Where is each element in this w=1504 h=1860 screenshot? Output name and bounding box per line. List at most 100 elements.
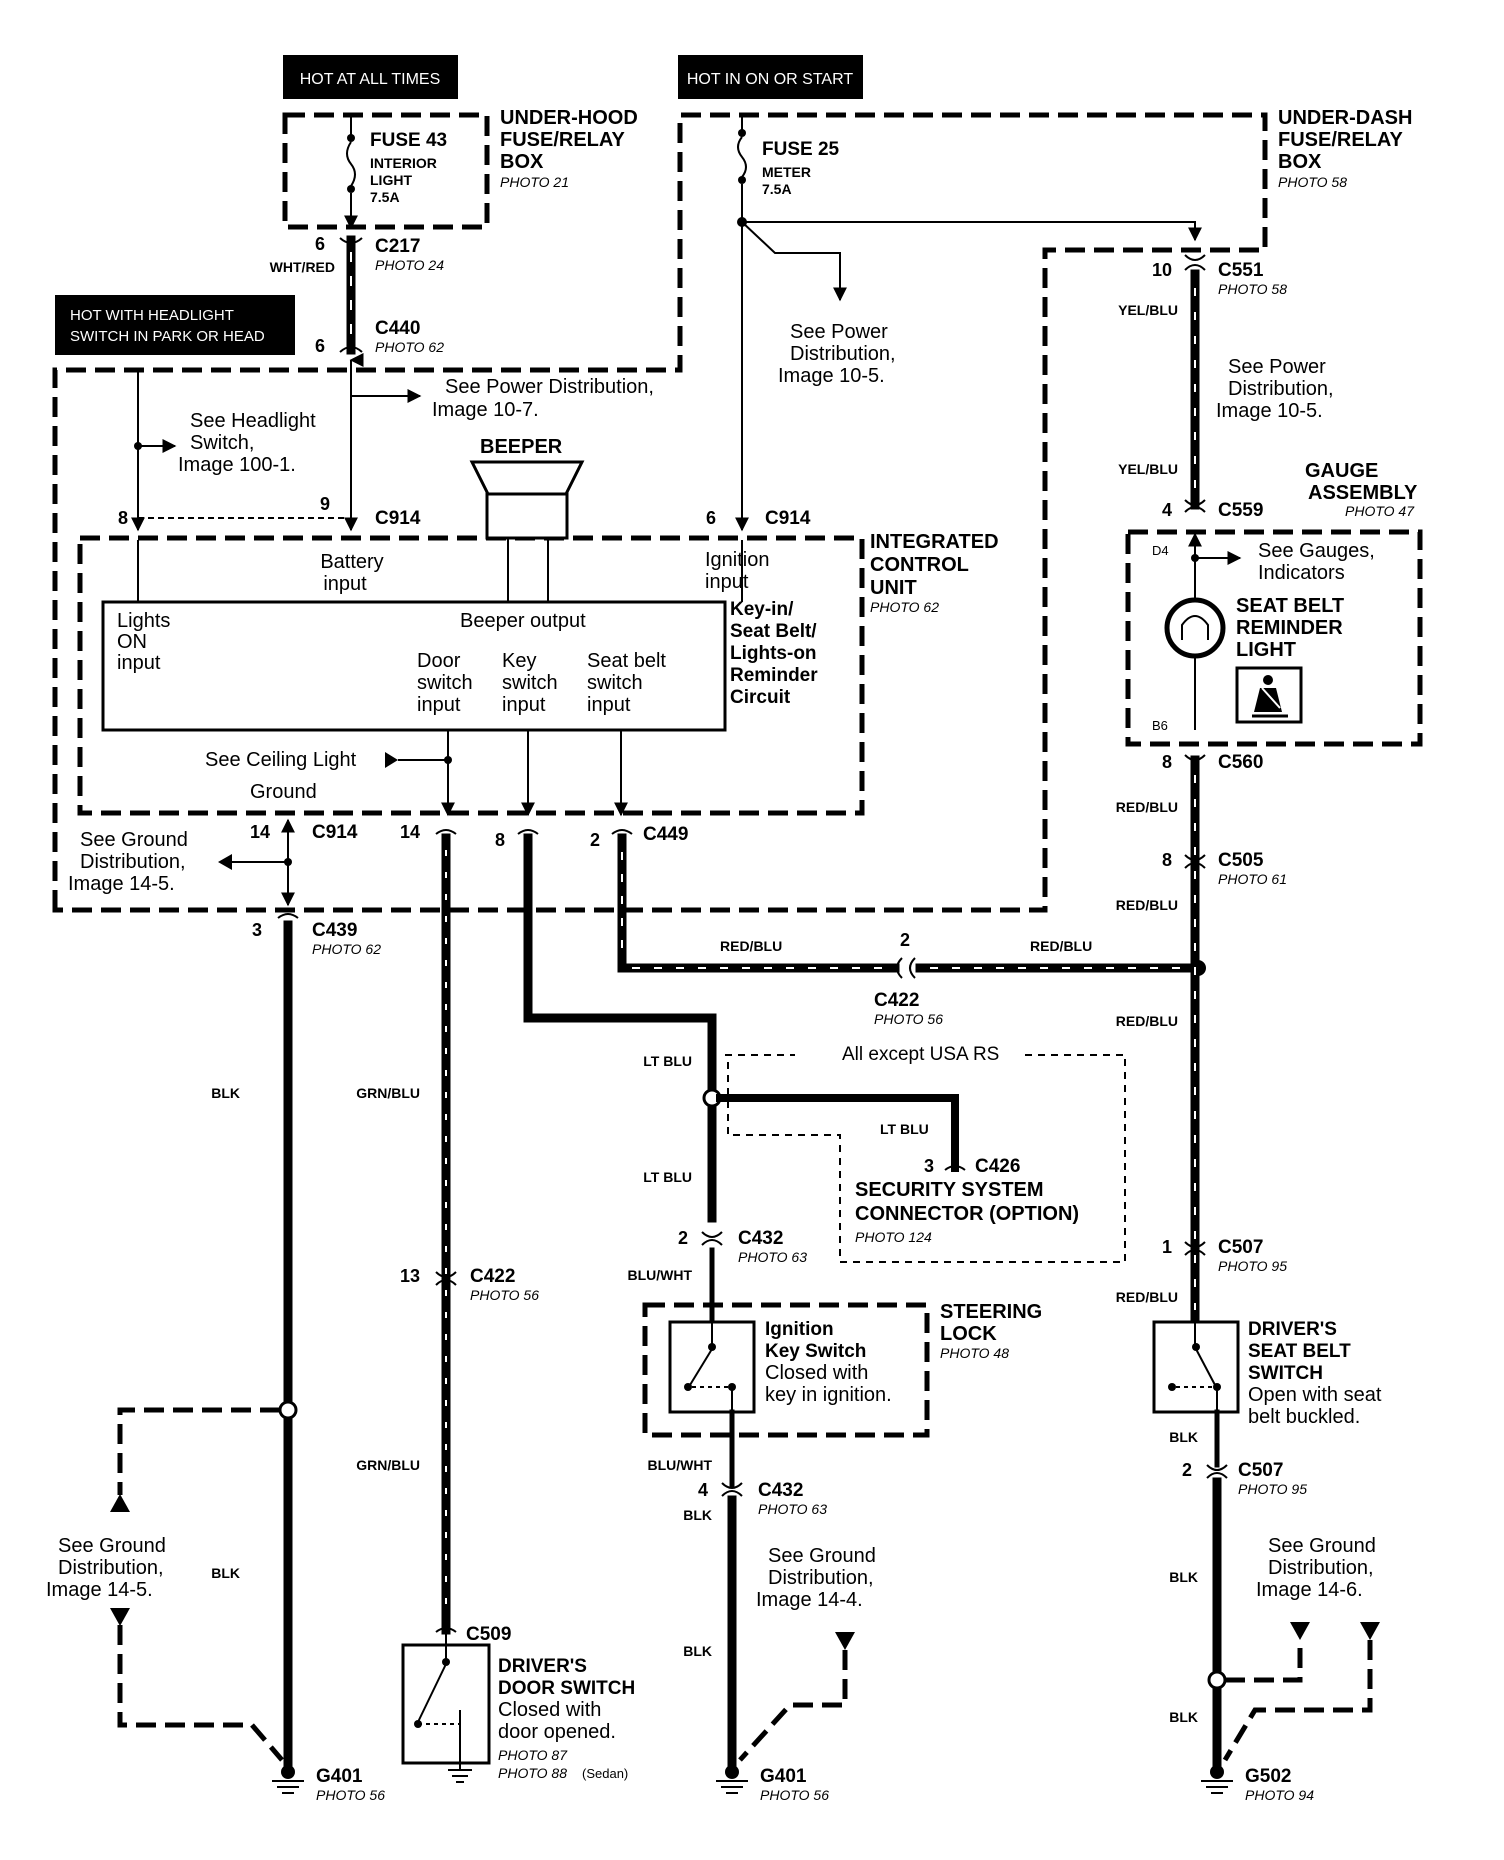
icu-photo: PHOTO 62 bbox=[870, 599, 939, 615]
c440-label: C440 bbox=[375, 318, 420, 339]
ref-headlight-3: Image 100-1. bbox=[178, 454, 296, 476]
c551-photo: PHOTO 58 bbox=[1218, 281, 1287, 297]
reminder-circuit-box bbox=[101, 600, 727, 732]
c432-pin-4: 4 bbox=[698, 1480, 708, 1500]
door-switch-ground-icon bbox=[448, 1769, 472, 1783]
wire-redblu-3: RED/BLU bbox=[1116, 1013, 1178, 1029]
c551-label: C551 bbox=[1218, 260, 1264, 281]
c422-pin-13: 13 bbox=[400, 1266, 420, 1286]
ignition-switch-desc-2: key in ignition. bbox=[765, 1384, 892, 1406]
gauge-photo: PHOTO 47 bbox=[1345, 503, 1415, 519]
c422-left-label: C422 bbox=[470, 1266, 515, 1287]
icu-lights-on-3: input bbox=[117, 652, 161, 674]
ground-g401-right-icon bbox=[716, 1765, 748, 1794]
svg-text:HOT IN ON OR START: HOT IN ON OR START bbox=[687, 71, 853, 88]
c507-pin-2: 2 bbox=[1182, 1460, 1192, 1480]
ref-ground-1a: See Ground bbox=[80, 829, 188, 851]
c217-wire-color: WHT/RED bbox=[270, 259, 335, 275]
ref-ground-1b: Distribution, bbox=[80, 851, 186, 873]
seat-belt-symbol-icon bbox=[1235, 666, 1303, 724]
security-wire: LT BLU bbox=[880, 1121, 929, 1137]
underdash-title-1: UNDER-DASH bbox=[1278, 107, 1412, 129]
ref-ground-3c: Image 14-4. bbox=[756, 1589, 863, 1611]
wire-grnblu-2: GRN/BLU bbox=[356, 1457, 420, 1473]
c440-photo: PHOTO 62 bbox=[375, 339, 444, 355]
gauge-title-1: GAUGE bbox=[1305, 460, 1378, 482]
icu-title-2: CONTROL bbox=[870, 554, 969, 576]
door-switch-desc-1: Closed with bbox=[498, 1699, 601, 1721]
svg-text:HOT AT ALL TIMES: HOT AT ALL TIMES bbox=[300, 71, 441, 88]
seat-belt-light-2: REMINDER bbox=[1236, 617, 1343, 639]
c560-pin: 8 bbox=[1162, 752, 1172, 772]
wire-blk-2: BLK bbox=[211, 1565, 240, 1581]
security-option-outline bbox=[725, 1054, 1126, 1263]
steering-lock-photo: PHOTO 48 bbox=[940, 1345, 1009, 1361]
c422-right-label: C422 bbox=[874, 990, 919, 1011]
c509-label: C509 bbox=[466, 1624, 511, 1645]
seat-belt-light-1: SEAT BELT bbox=[1236, 595, 1344, 617]
wire-redblu-2: RED/BLU bbox=[1116, 897, 1178, 913]
ref-power-dist-b1: See Power bbox=[1228, 356, 1326, 378]
c505-pin: 8 bbox=[1162, 850, 1172, 870]
ignition-switch-title-2: Key Switch bbox=[765, 1341, 866, 1362]
ref-power-dist-a3: Image 10-5. bbox=[778, 365, 885, 387]
fuse-25-desc-1: METER bbox=[762, 164, 811, 180]
c217-label: C217 bbox=[375, 236, 420, 257]
ref-power-dist-10-7-b: Image 10-7. bbox=[432, 399, 539, 421]
icu-title-3: UNIT bbox=[870, 577, 917, 599]
icu-seat-input-1: Seat belt bbox=[587, 650, 666, 672]
ref-ground-2c: Image 14-5. bbox=[46, 1579, 153, 1601]
c914-pin-6: 6 bbox=[706, 508, 716, 528]
c914-pin-8: 8 bbox=[118, 508, 128, 528]
underhood-title-2: FUSE/RELAY bbox=[500, 129, 626, 151]
g401-right-label: G401 bbox=[760, 1766, 807, 1787]
wire-redblu-4: RED/BLU bbox=[1116, 1289, 1178, 1305]
ref-ground-3a: See Ground bbox=[768, 1545, 876, 1567]
wire-ltblu-1: LT BLU bbox=[643, 1053, 692, 1069]
c449-pin-8: 8 bbox=[495, 830, 505, 850]
fuse-43-name: FUSE 43 bbox=[370, 130, 447, 151]
door-switch-desc-2: door opened. bbox=[498, 1721, 616, 1743]
steering-lock-title-2: LOCK bbox=[940, 1323, 997, 1345]
seat-switch-title-3: SWITCH bbox=[1248, 1363, 1323, 1384]
c507-bottom-photo: PHOTO 95 bbox=[1238, 1481, 1307, 1497]
icu-title-1: INTEGRATED bbox=[870, 531, 999, 553]
wire-redblu-c422-right: RED/BLU bbox=[1030, 938, 1092, 954]
g502-label: G502 bbox=[1245, 1766, 1291, 1787]
ignition-switch-desc-1: Closed with bbox=[765, 1362, 868, 1384]
c559-pin: 4 bbox=[1162, 500, 1172, 520]
icu-battery-input-1: Battery bbox=[320, 551, 383, 573]
ref-power-dist-a2: Distribution, bbox=[790, 343, 896, 365]
steering-lock-outline bbox=[642, 1302, 930, 1438]
underhood-title-3: BOX bbox=[500, 151, 544, 173]
underdash-title-3: BOX bbox=[1278, 151, 1322, 173]
wire-yelblu-1: YEL/BLU bbox=[1118, 302, 1178, 318]
icu-seat-input-2: switch bbox=[587, 672, 643, 694]
ref-gauges-2: Indicators bbox=[1258, 562, 1345, 584]
wire-yelblu-2: YEL/BLU bbox=[1118, 461, 1178, 477]
icu-ground-label: Ground bbox=[250, 781, 317, 803]
seat-belt-light-3: LIGHT bbox=[1236, 639, 1296, 661]
icu-ignition-input-1: Ignition bbox=[705, 549, 770, 571]
c551-pin: 10 bbox=[1152, 260, 1172, 280]
ground-g502-icon bbox=[1201, 1765, 1233, 1794]
icu-battery-input-2: input bbox=[323, 573, 367, 595]
wire-blk-7: BLK bbox=[1169, 1709, 1198, 1725]
icu-key-input-3: input bbox=[502, 694, 546, 716]
beeper-label: BEEPER bbox=[480, 436, 563, 458]
ref-ground-1c: Image 14-5. bbox=[68, 873, 175, 895]
security-photo: PHOTO 124 bbox=[855, 1229, 932, 1245]
ref-power-dist-a1: See Power bbox=[790, 321, 888, 343]
fuse-25-desc-2: 7.5A bbox=[762, 181, 792, 197]
seat-switch-desc-1: Open with seat bbox=[1248, 1384, 1382, 1406]
seat-switch-title-1: DRIVER'S bbox=[1248, 1319, 1337, 1340]
c560-label: C560 bbox=[1218, 752, 1263, 773]
icu-seat-input-3: input bbox=[587, 694, 631, 716]
c422-pin-2: 2 bbox=[900, 930, 910, 950]
c426-pin: 3 bbox=[924, 1156, 934, 1176]
ref-power-dist-10-7-a: See Power Distribution, bbox=[445, 376, 654, 398]
underhood-title-1: UNDER-HOOD bbox=[500, 107, 638, 129]
wire-bluwht-1: BLU/WHT bbox=[627, 1267, 692, 1283]
c439-photo: PHOTO 62 bbox=[312, 941, 381, 957]
seat-switch-desc-2: belt buckled. bbox=[1248, 1406, 1360, 1428]
